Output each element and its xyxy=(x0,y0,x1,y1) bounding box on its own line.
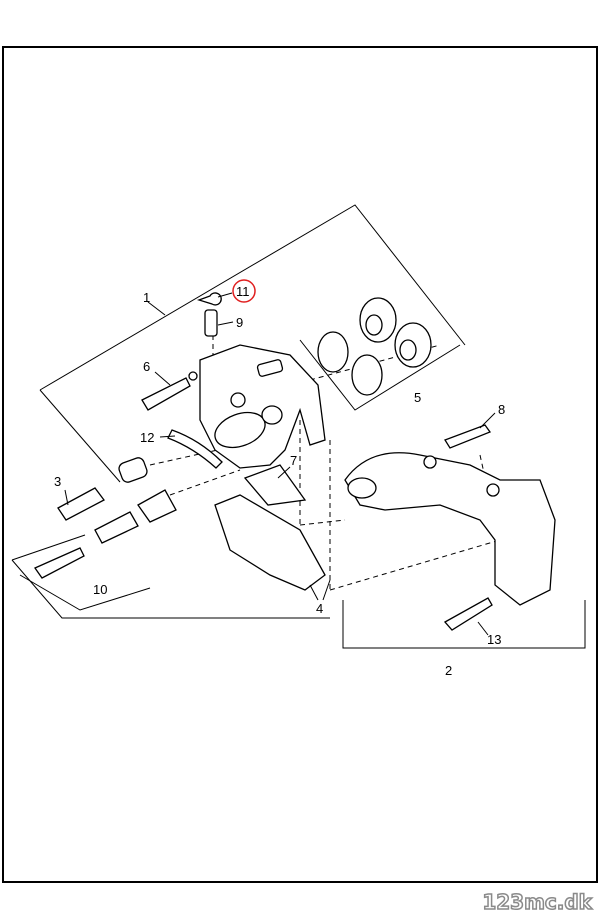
group-bracket-2 xyxy=(342,600,586,649)
callout-2: 2 xyxy=(445,663,452,678)
group-bracket-5 xyxy=(299,339,461,411)
callout-11: 11 xyxy=(236,284,250,299)
group-bracket-10 xyxy=(11,534,151,611)
part-8-clip xyxy=(444,424,492,449)
part-7-pad-spring xyxy=(243,464,307,506)
group-bracket-1 xyxy=(11,204,466,619)
callout-11-highlight-circle xyxy=(232,279,256,303)
part-3-bushing xyxy=(57,457,177,523)
part-4-brake-pads xyxy=(214,494,326,591)
callout-9: 9 xyxy=(236,315,243,330)
diagram-border xyxy=(2,46,598,883)
callout-8: 8 xyxy=(498,402,505,417)
callout-12: 12 xyxy=(140,430,154,445)
callout-7: 7 xyxy=(290,453,297,468)
callout-3: 3 xyxy=(54,474,61,489)
callout-10: 10 xyxy=(93,582,107,597)
part-13-bolt xyxy=(443,597,493,631)
callout-13: 13 xyxy=(487,632,501,647)
part-11-bleeder-cap xyxy=(196,292,222,306)
caliper-body xyxy=(199,344,326,469)
part-6-pin xyxy=(141,371,198,411)
watermark-logo: 123mc.dk xyxy=(482,889,593,915)
callout-6: 6 xyxy=(143,359,150,374)
callout-1: 1 xyxy=(143,290,150,305)
part-5-pistons xyxy=(317,297,432,396)
leader-lines xyxy=(64,292,496,636)
part-9-bleeder-valve xyxy=(204,309,218,337)
callout-5: 5 xyxy=(414,390,421,405)
callout-4: 4 xyxy=(316,601,323,616)
part-10-bolt xyxy=(34,511,139,579)
part-2-caliper-bracket xyxy=(344,452,556,606)
part-12-seal xyxy=(167,429,223,469)
